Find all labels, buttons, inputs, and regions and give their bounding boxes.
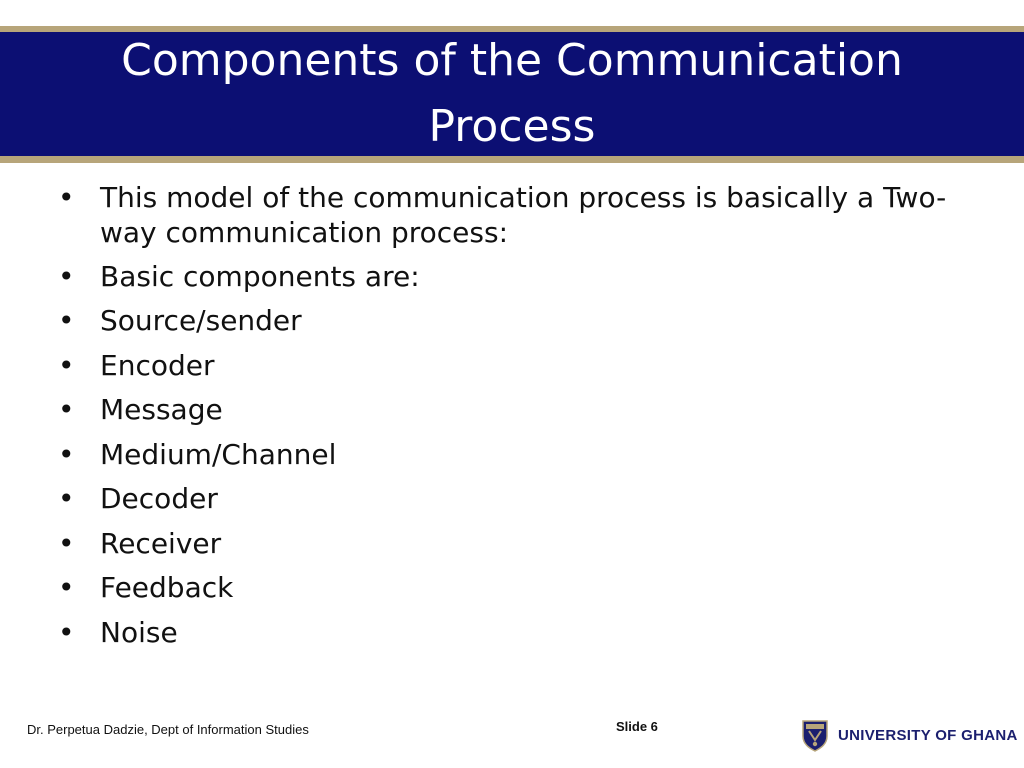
- bullet-dot-icon: •: [58, 571, 75, 604]
- footer-author: Dr. Perpetua Dadzie, Dept of Information…: [27, 722, 309, 737]
- bullet-dot-icon: •: [58, 615, 75, 649]
- bullet-dot-icon: •: [58, 393, 75, 426]
- bullet-dot-icon: •: [58, 304, 75, 337]
- bullet-item: • Decoder: [58, 481, 978, 517]
- slide-title: Components of the Communication Process: [121, 35, 903, 152]
- slide-number: Slide 6: [616, 719, 658, 734]
- bullet-text: Receiver: [100, 526, 222, 560]
- bullet-dot-icon: •: [58, 259, 75, 293]
- bullet-dot-icon: •: [58, 526, 75, 560]
- bullet-dot-icon: •: [58, 482, 75, 515]
- university-crest-icon: [802, 720, 828, 752]
- bullet-text: Encoder: [100, 348, 215, 382]
- bullet-item: • Basic components are:: [58, 259, 978, 295]
- university-name: UNIVERSITY OF GHANA: [838, 726, 1018, 744]
- university-logo: UNIVERSITY OF GHANA: [800, 718, 1018, 752]
- bullet-item: • Message: [58, 392, 978, 428]
- bullet-item: • Source/sender: [58, 303, 978, 339]
- bullet-dot-icon: •: [58, 437, 75, 471]
- title-bottom-border: [0, 156, 1024, 163]
- bullet-dot-icon: •: [58, 181, 75, 214]
- bullet-item: • Receiver: [58, 526, 978, 562]
- bullet-text: Medium/Channel: [100, 437, 337, 471]
- bullet-text: Basic components are:: [100, 259, 420, 293]
- bullet-text: Feedback: [100, 571, 234, 604]
- bullet-text: This model of the communication process …: [100, 181, 947, 249]
- bullet-dot-icon: •: [58, 348, 75, 382]
- bullet-text: Source/sender: [100, 304, 302, 337]
- bullet-list: • This model of the communication proces…: [58, 180, 978, 659]
- bullet-text: Message: [100, 393, 223, 426]
- bullet-item: • Feedback: [58, 570, 978, 606]
- bullet-item: • Medium/Channel: [58, 437, 978, 473]
- title-band: Components of the Communication Process: [0, 32, 1024, 156]
- bullet-text: Noise: [100, 615, 178, 649]
- bullet-item: • Noise: [58, 615, 978, 651]
- bullet-text: Decoder: [100, 482, 218, 515]
- bullet-item: • Encoder: [58, 348, 978, 384]
- bullet-item: • This model of the communication proces…: [58, 180, 978, 250]
- title-top-border: [0, 26, 1024, 32]
